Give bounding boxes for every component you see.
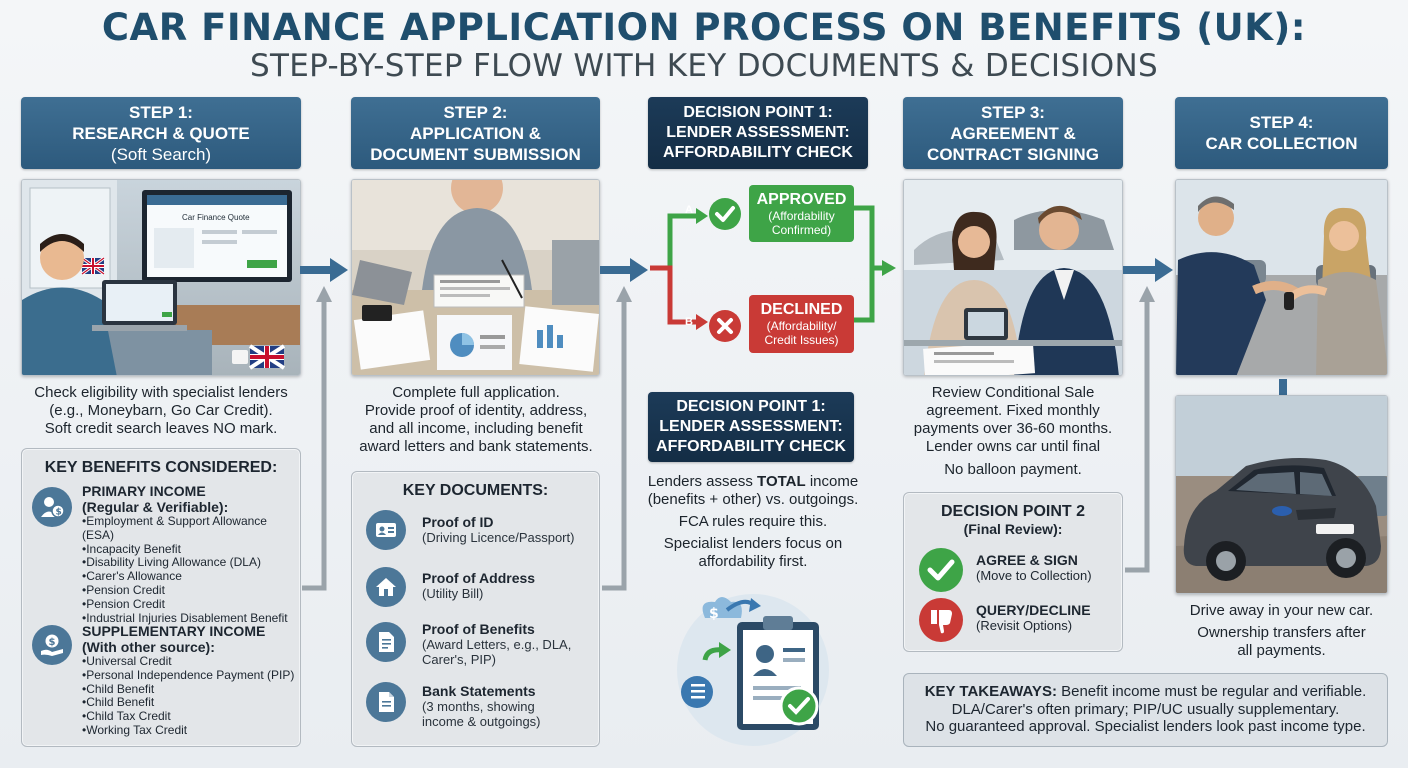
step1-description: Check eligibility with specialist lender… [34,384,288,437]
list-item: Child Tax Credit [82,709,294,724]
step1-subtitle: (Soft Search) [110,144,212,164]
arrow-step3-to-step4 [1123,258,1173,282]
list-item: Employment & Support Allowance (ESA) [82,514,300,543]
connector-decision2-to-step4 [1125,286,1155,573]
declined-x-icon [708,309,742,348]
list-item: Personal Independence Payment (PIP) [82,668,294,683]
list-item: Working Tax Credit [82,723,294,738]
list-item: Child Benefit [82,682,294,697]
primary-income-subhead: (Regular & Verifiable): [82,499,229,515]
page-subtitle: STEP-BY-STEP FLOW WITH KEY DOCUMENTS & D… [250,48,1158,84]
branch-b-label: B [685,316,693,328]
list-item: Child Benefit [82,696,294,710]
list-item: Pension Credit [82,583,300,598]
doc-proof-of-id: Proof of ID (Driving Licence/Passport) [422,514,575,545]
connector-documents-to-decision [602,286,632,591]
decision2-panel: DECISION POINT 2 (Final Review): AGREE &… [903,492,1123,652]
primary-income-head: PRIMARY INCOME [82,483,206,499]
svg-text:$: $ [56,508,62,518]
step4-header: STEP 4: CAR COLLECTION [1175,97,1388,169]
doc-proof-of-benefits: Proof of Benefits (Award Letters, e.g., … [422,621,572,667]
step1-photo: Car Finance Quote [21,179,301,376]
decision1-header: DECISION POINT 1: LENDER ASSESSMENT: AFF… [648,97,868,169]
step4-photo-car [1175,395,1388,594]
approved-check-icon [708,197,742,236]
primary-income-list: Employment & Support Allowance (ESA) Inc… [82,514,300,626]
key-benefits-title: KEY BENEFITS CONSIDERED: [44,459,278,476]
step2-title-line1: APPLICATION & [410,123,541,143]
house-icon [366,567,406,607]
decision1-description: Lenders assess TOTAL income (benefits + … [647,473,859,570]
key-documents-title: KEY DOCUMENTS: [402,482,549,499]
assessment-clipboard-icon: $ [677,594,829,746]
page-title: CAR FINANCE APPLICATION PROCESS ON BENEF… [101,6,1307,49]
doc-proof-of-address: Proof of Address (Utility Bill) [422,570,536,601]
list-item: Disability Living Allowance (DLA) [82,556,300,570]
step2-description: Complete full application. Provide proof… [359,384,593,455]
id-card-icon [366,510,406,550]
svg-text:$: $ [709,606,719,622]
list-item: Pension Credit [82,597,300,612]
decision1-header-repeat: DECISION POINT 1: LENDER ASSESSMENT: AFF… [648,392,854,462]
approved-outcome: APPROVED (Affordability Confirmed) [749,185,854,242]
thumbs-down-icon [918,597,964,648]
agree-sign-option: AGREE & SIGN (Move to Collection) [976,552,1092,583]
step1-title: RESEARCH & QUOTE [72,123,250,143]
decision-branch-arrows [650,205,896,330]
key-benefits-panel: KEY BENEFITS CONSIDERED: $ PRIMARY INCOM… [21,448,301,747]
connector-benefits-to-step2 [302,286,332,591]
step4-description: Drive away in your new car. Ownership tr… [1189,602,1374,659]
list-item: Incapacity Benefit [82,542,300,557]
decision2-subtitle: (Final Review): [963,521,1063,537]
doc-bank-statements: Bank Statements (3 months, showing incom… [422,683,541,729]
supplementary-income-list: Universal Credit Personal Independence P… [82,654,294,738]
decision2-title: DECISION POINT 2 [940,503,1086,520]
arrow-step1-to-step2 [300,258,348,282]
step1-header: STEP 1: RESEARCH & QUOTE (Soft Search) [21,97,301,169]
step3-description: Review Conditional Sale agreement. Fixed… [913,384,1113,478]
list-item: Carer's Allowance [82,569,300,584]
declined-outcome: DECLINED (Affordability/ Credit Issues) [749,295,854,353]
step4-photo-handover [1175,179,1388,376]
agree-check-icon [918,547,964,598]
list-item: Industrial Injuries Disablement Benefit [82,611,300,626]
arrow-step2-to-decision [600,258,648,282]
step3-header: STEP 3: AGREEMENT & CONTRACT SIGNING [903,97,1123,169]
query-decline-option: QUERY/DECLINE (Revisit Options) [976,602,1091,633]
key-takeaways-label: KEY TAKEAWAYS: [924,683,1057,700]
step1-label: STEP 1: [129,102,193,122]
svg-text:$: $ [49,637,56,648]
supplementary-income-subhead: (With other source): [82,639,215,655]
key-takeaways-box: KEY TAKEAWAYS: Benefit income must be re… [903,673,1388,747]
award-letter-icon [366,622,406,662]
supplementary-income-icon: $ [32,625,72,665]
step3-photo [903,179,1123,376]
bank-statement-icon [366,682,406,722]
key-documents-panel: KEY DOCUMENTS: Proof of ID (Driving Lice… [351,471,600,747]
list-item: Universal Credit [82,654,294,669]
supplementary-income-head: SUPPLEMENTARY INCOME [82,623,266,639]
branch-a-label: A [685,204,693,216]
screen-quote-text: Car Finance Quote [182,213,250,222]
primary-income-icon: $ [32,487,72,527]
step2-photo [351,179,600,376]
step2-title-line2: DOCUMENT SUBMISSION [370,144,581,164]
step2-label: STEP 2: [443,102,508,122]
step2-header: STEP 2: APPLICATION & DOCUMENT SUBMISSIO… [351,97,600,169]
